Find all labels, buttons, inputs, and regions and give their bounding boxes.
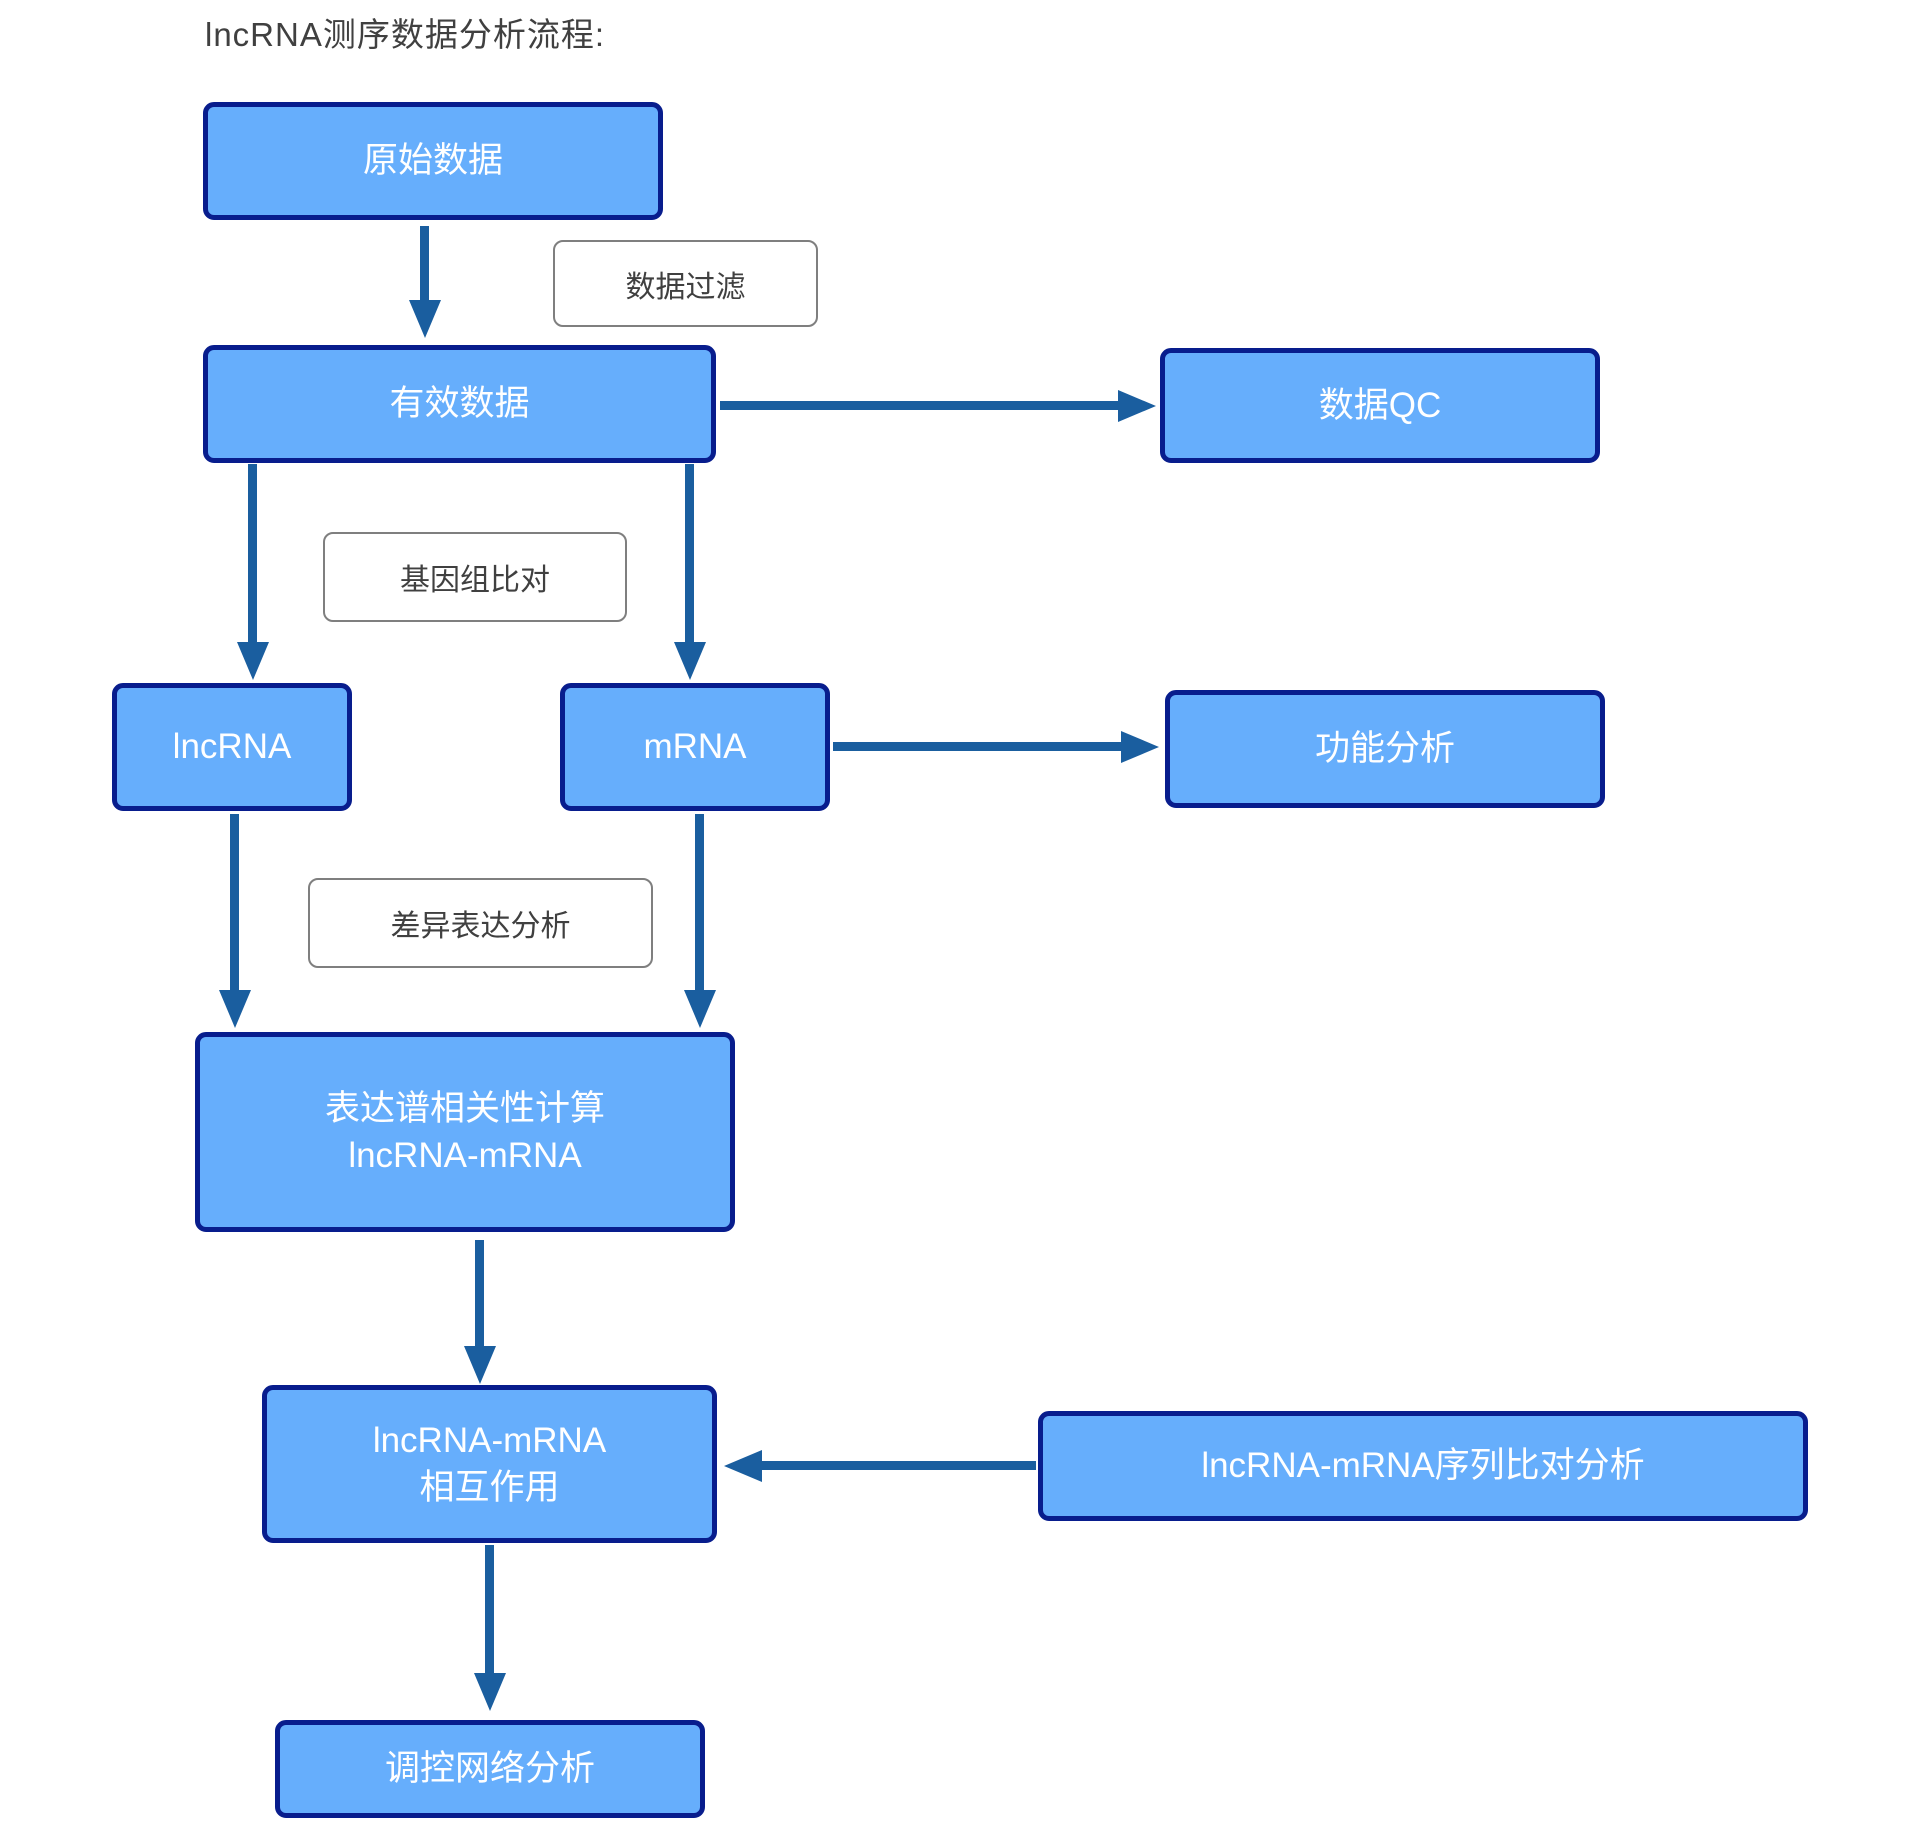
node-valid-data-label: 有效数据 <box>389 384 530 424</box>
arrow-valid-to-mrna-head <box>674 642 706 680</box>
arrow-correlation-to-interaction-shaft <box>475 1240 484 1348</box>
node-regulatory-network-analysis: 调控网络分析 <box>275 1720 705 1818</box>
node-sequence-alignment-analysis-label: lncRNA-mRNA序列比对分析 <box>1201 1446 1645 1486</box>
node-mrna: mRNA <box>560 683 830 811</box>
process-label-genome-alignment: 基因组比对 <box>323 532 627 622</box>
node-data-qc: 数据QC <box>1160 348 1600 463</box>
arrow-interaction-to-network-head <box>474 1673 506 1711</box>
node-regulatory-network-analysis-label: 调控网络分析 <box>384 1749 595 1789</box>
node-lncrna-mrna-interaction: lncRNA-mRNA 相互作用 <box>262 1385 717 1543</box>
node-expression-correlation-line2: lncRNA-mRNA <box>348 1136 582 1175</box>
node-raw-data: 原始数据 <box>203 102 663 220</box>
arrow-valid-to-qc-head <box>1118 390 1156 422</box>
node-sequence-alignment-analysis: lncRNA-mRNA序列比对分析 <box>1038 1411 1808 1521</box>
node-lncrna: lncRNA <box>112 683 352 811</box>
node-expression-correlation: 表达谱相关性计算 lncRNA-mRNA <box>195 1032 735 1232</box>
arrow-valid-to-qc-shaft <box>720 401 1120 410</box>
process-label-genome-alignment-text: 基因组比对 <box>400 564 550 597</box>
process-label-data-filter-text: 数据过滤 <box>625 270 746 304</box>
arrow-raw-to-valid-shaft <box>420 226 429 302</box>
node-lncrna-mrna-interaction-line2: 相互作用 <box>419 1468 560 1507</box>
node-functional-analysis: 功能分析 <box>1165 690 1605 808</box>
node-valid-data: 有效数据 <box>203 345 716 463</box>
arrow-valid-to-mrna-shaft <box>685 464 694 644</box>
arrow-valid-to-lncrna-shaft <box>248 464 257 644</box>
node-functional-analysis-label: 功能分析 <box>1314 729 1455 769</box>
arrow-mrna-to-correlation-shaft <box>695 814 704 992</box>
arrow-seqalign-to-interaction-shaft <box>762 1461 1036 1470</box>
arrow-mrna-to-correlation-head <box>684 990 716 1028</box>
page-title: lncRNA测序数据分析流程: <box>205 16 606 53</box>
process-label-data-filter: 数据过滤 <box>553 240 818 327</box>
process-label-differential-expression-text: 差异表达分析 <box>390 910 571 943</box>
arrow-lncrna-to-correlation-shaft <box>230 814 239 992</box>
process-label-differential-expression: 差异表达分析 <box>308 878 653 968</box>
node-mrna-label: mRNA <box>643 727 747 767</box>
node-lncrna-label: lncRNA <box>172 727 292 767</box>
arrow-raw-to-valid-head <box>409 300 441 338</box>
arrow-correlation-to-interaction-head <box>464 1346 496 1384</box>
arrow-valid-to-lncrna-head <box>237 642 269 680</box>
node-lncrna-mrna-interaction-line1: lncRNA-mRNA <box>372 1420 607 1460</box>
arrow-interaction-to-network-shaft <box>485 1545 494 1675</box>
arrow-mrna-to-functional-shaft <box>833 742 1123 751</box>
node-raw-data-label: 原始数据 <box>362 141 503 181</box>
arrow-lncrna-to-correlation-head <box>219 990 251 1028</box>
arrow-seqalign-to-interaction-head <box>724 1450 762 1482</box>
arrow-mrna-to-functional-head <box>1121 731 1159 763</box>
node-data-qc-label: 数据QC <box>1318 385 1442 425</box>
node-expression-correlation-line1: 表达谱相关性计算 <box>324 1088 605 1128</box>
